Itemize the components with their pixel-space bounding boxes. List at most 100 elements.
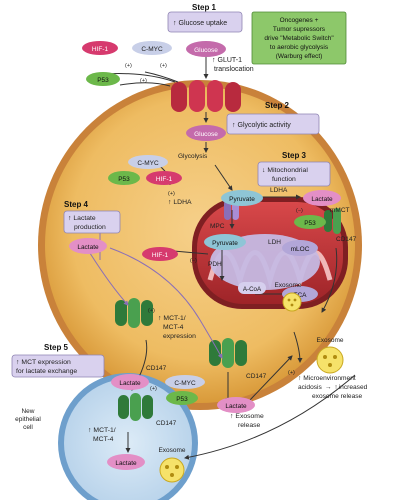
regulation-signs: (+) (+) (+) (+) (−) (−) (+) (+) (+)	[125, 63, 303, 392]
svg-text:(−): (−)	[296, 208, 303, 214]
mct-transporter-left	[115, 298, 153, 328]
annotation-exosome-release: ↑Exosome release	[230, 413, 264, 429]
mito-acoa: A-CoA	[238, 282, 266, 294]
svg-text:mLOC: mLOC	[291, 246, 310, 253]
ldh-label: LDH	[268, 239, 281, 246]
callout-oncogenes: Oncogenes + Tumor supressors drive "Meta…	[251, 11, 347, 65]
glut1-transporters	[171, 80, 241, 112]
svg-text:↑Microenvironment: ↑Microenvironment	[298, 375, 356, 382]
pdh-label: PDH	[208, 261, 222, 268]
svg-text:Lactate: Lactate	[115, 460, 137, 467]
svg-text:Exosome: Exosome	[316, 337, 343, 344]
mct-transporter-mito	[324, 208, 341, 234]
svg-text:C-MYC: C-MYC	[174, 380, 196, 387]
svg-text:MCT-4: MCT-4	[93, 436, 114, 443]
svg-text:drive "Metabolic Switch": drive "Metabolic Switch"	[264, 35, 334, 42]
mct-transporter-right	[209, 338, 247, 368]
svg-text:(Warburg effect): (Warburg effect)	[276, 53, 323, 60]
cd147-mito-label: CD147	[336, 236, 357, 243]
pill-glucose-outside: Glucose	[186, 41, 226, 57]
svg-text:Glucose: Glucose	[194, 131, 218, 138]
pill-pyruvate-mito: Pyruvate	[204, 234, 246, 250]
svg-text:↑MCT-1/: ↑MCT-1/	[158, 315, 186, 322]
pill-glucose-inside: Glucose	[186, 125, 226, 141]
svg-text:↑Glucose uptake: ↑Glucose uptake	[173, 20, 227, 27]
svg-text:A-CoA: A-CoA	[243, 286, 262, 293]
svg-text:release: release	[238, 422, 261, 429]
callout-mitochondrial-function: ↓Mitochondrial function	[257, 161, 331, 187]
svg-text:Exosome: Exosome	[274, 282, 301, 289]
mito-mloc: mLOC	[282, 240, 318, 256]
pill-lactate-mito: Lactate	[303, 190, 341, 206]
svg-text:↑MCT expression: ↑MCT expression	[16, 359, 71, 366]
pill-lactate-cytosol: Lactate	[69, 238, 107, 254]
annotation-glut1: ↑GLUT-1 translocation	[212, 57, 254, 73]
svg-text:C-MYC: C-MYC	[141, 46, 163, 53]
pill-hif1-lower: HIF-1	[142, 247, 178, 261]
svg-text:cell: cell	[23, 424, 33, 431]
svg-text:↑MCT-1/: ↑MCT-1/	[88, 427, 116, 434]
pill-cmyc-top: C-MYC	[132, 41, 172, 55]
svg-text:HIF-1: HIF-1	[92, 46, 109, 53]
svg-text:(+): (+)	[150, 386, 157, 392]
annotation-new-cell: New epithelial cell	[15, 408, 41, 431]
svg-text:translocation: translocation	[214, 66, 254, 73]
step-3-label: Step 3	[282, 151, 307, 160]
svg-text:Lactate: Lactate	[77, 244, 99, 251]
svg-text:production: production	[74, 224, 106, 231]
mmct-label: mMCT	[330, 207, 350, 214]
pill-p53-mito: P53	[294, 215, 326, 229]
svg-text:to aerobic glycolysis: to aerobic glycolysis	[270, 44, 329, 51]
svg-text:Pyruvate: Pyruvate	[229, 196, 255, 203]
svg-text:(+): (+)	[148, 308, 155, 314]
svg-text:HIF-1: HIF-1	[152, 252, 169, 259]
svg-text:(+): (+)	[168, 191, 175, 197]
svg-text:for lactate exchange: for lactate exchange	[16, 368, 77, 375]
annotation-mct1-expression: ↑MCT-1/ MCT-4 expression	[158, 315, 196, 340]
pill-hif1-mid: HIF-1	[146, 171, 182, 185]
pill-p53-mid: P53	[108, 171, 140, 185]
cd147-right-label: CD147	[246, 373, 267, 380]
step-labels: Step 1 Step 2 Step 3 Step 4 Step 5	[44, 3, 307, 352]
svg-text:↓Mitochondrial: ↓Mitochondrial	[262, 167, 308, 174]
pill-cmyc-mid: C-MYC	[128, 155, 168, 169]
callout-glycolytic-activity: ↑Glycolytic activity	[226, 113, 320, 135]
callout-glucose-uptake: ↑Glucose uptake	[167, 11, 243, 33]
svg-text:(+): (+)	[125, 63, 132, 69]
svg-text:(+): (+)	[160, 63, 167, 69]
svg-text:(+): (+)	[140, 78, 147, 84]
svg-text:Lactate: Lactate	[225, 403, 247, 410]
exosome-outside: Exosome	[316, 337, 344, 374]
cd147-new-cell-label: CD147	[156, 420, 177, 427]
svg-text:P53: P53	[176, 396, 188, 403]
cd147-left-label: CD147	[146, 365, 167, 372]
glycolysis-label: Glycolysis	[178, 153, 208, 160]
svg-text:↑Lactate: ↑Lactate	[68, 215, 96, 222]
svg-text:↑Glycolytic activity: ↑Glycolytic activity	[232, 122, 291, 129]
svg-text:function: function	[272, 176, 296, 183]
pill-lactate-outside-right: Lactate	[217, 397, 255, 413]
svg-text:Lactate: Lactate	[119, 380, 141, 387]
annotation-microenvironment: ↑Microenvironment acidosis→↑increased ex…	[298, 375, 368, 400]
svg-text:(+): (+)	[288, 370, 295, 376]
mct-transporter-new-cell	[118, 393, 153, 421]
svg-text:Exosome: Exosome	[158, 447, 185, 454]
svg-text:P53: P53	[97, 77, 109, 84]
svg-text:P53: P53	[304, 220, 316, 227]
pill-p53-top: P53	[86, 72, 120, 86]
pill-hif1-top: HIF-1	[82, 41, 118, 55]
svg-text:Lactate: Lactate	[311, 196, 333, 203]
pill-pyruvate-cytosol: Pyruvate	[221, 190, 263, 206]
step-4-label: Step 4	[64, 200, 89, 209]
step-1-label: Step 1	[192, 3, 217, 12]
svg-text:New: New	[21, 408, 34, 415]
svg-text:HIF-1: HIF-1	[156, 176, 173, 183]
svg-text:P53: P53	[118, 176, 130, 183]
cell-text-labels: Glycolysis LDHA mMCT CD147 MPC LDH PDH C…	[146, 153, 357, 427]
pill-lactate-outside-left: Lactate	[111, 374, 149, 390]
svg-text:expression: expression	[163, 333, 196, 340]
exosome-new-cell: Exosome	[158, 447, 186, 483]
step-2-label: Step 2	[265, 101, 290, 110]
mpc-label: MPC	[210, 223, 225, 230]
